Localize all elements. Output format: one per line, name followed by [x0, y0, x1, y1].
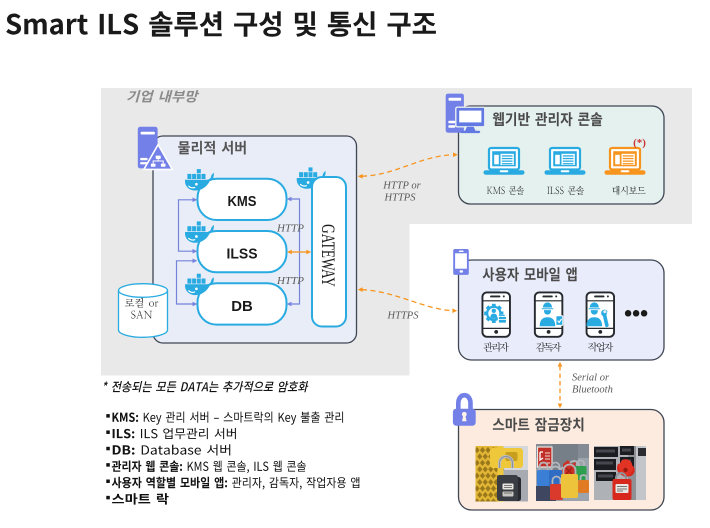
svg-text:GATEWAY: GATEWAY: [317, 224, 337, 287]
svg-text:DB: DB: [231, 299, 253, 315]
svg-text:HTTP or: HTTP or: [382, 181, 421, 192]
svg-text:KMS: KMS: [228, 194, 257, 210]
svg-text:Serial or: Serial or: [572, 373, 610, 384]
svg-text:HTTP: HTTP: [276, 223, 304, 235]
svg-text:ILSS: ILSS: [227, 247, 258, 263]
svg-text:HTTPS: HTTPS: [384, 193, 417, 204]
svg-text:HTTP: HTTP: [276, 275, 304, 287]
svg-text:Bluetooth: Bluetooth: [572, 385, 613, 396]
svg-text:HTTPS: HTTPS: [387, 311, 420, 322]
svg-text:(*): (*): [633, 137, 646, 149]
